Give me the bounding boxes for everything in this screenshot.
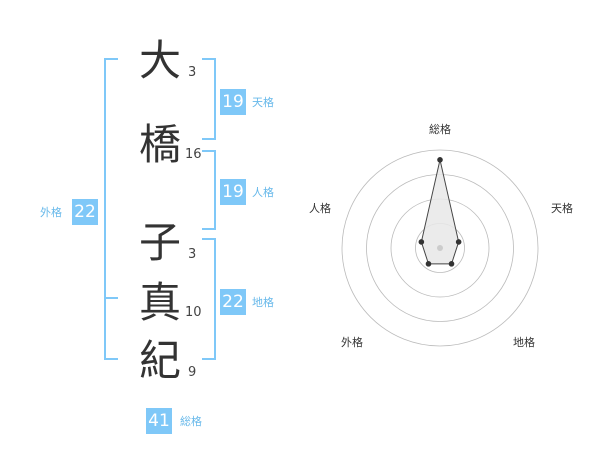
soukaku-value-badge: 41 — [146, 408, 172, 434]
name-char-5: 紀 — [138, 336, 181, 385]
name-char-2: 橋 — [138, 120, 181, 169]
tenkaku-label: 天格 — [252, 96, 274, 109]
name-char-3: 子 — [138, 218, 181, 267]
radar-point-3 — [448, 261, 455, 267]
jinkaku-value-badge: 19 — [220, 179, 246, 205]
radar-axis-label-1: 総格 — [429, 122, 451, 136]
gaikaku-bracket — [104, 58, 118, 360]
name-char-1: 大 — [138, 36, 181, 85]
chikaku-value-badge: 22 — [220, 289, 246, 315]
stroke-count-4: 10 — [185, 305, 202, 320]
radar-ring — [341, 149, 539, 347]
stroke-count-2: 16 — [185, 147, 202, 162]
radar-points — [418, 157, 462, 267]
tenkaku-bracket — [202, 58, 216, 140]
gaikaku-bracket-mid — [104, 297, 118, 299]
jinkaku-bracket — [202, 150, 216, 230]
radar-axis-label-3: 地格 — [513, 335, 535, 349]
radar-axis-label-5: 人格 — [309, 201, 331, 215]
stroke-count-3: 3 — [188, 247, 197, 262]
name-char-4: 真 — [138, 278, 181, 327]
radar-shape — [420, 159, 460, 265]
stroke-count-5: 9 — [188, 365, 197, 380]
tenkaku-value-badge: 19 — [220, 89, 246, 115]
radar-axis-label-4: 外格 — [341, 335, 363, 349]
radar-polygon — [420, 159, 460, 265]
radar-point-4 — [425, 261, 432, 267]
gaikaku-label: 外格 — [40, 206, 62, 219]
radar-axis-label-2: 天格 — [551, 201, 573, 215]
soukaku-label: 総格 — [180, 415, 202, 428]
gaikaku-value-badge: 22 — [72, 199, 98, 225]
jinkaku-label: 人格 — [252, 186, 274, 199]
radar-center-point — [437, 245, 443, 251]
radar-point-5 — [418, 239, 425, 245]
stroke-count-1: 3 — [188, 65, 197, 80]
radar-point-1 — [437, 157, 443, 163]
chikaku-bracket — [202, 238, 216, 360]
chikaku-label: 地格 — [252, 296, 274, 309]
radar-point-2 — [455, 239, 462, 245]
